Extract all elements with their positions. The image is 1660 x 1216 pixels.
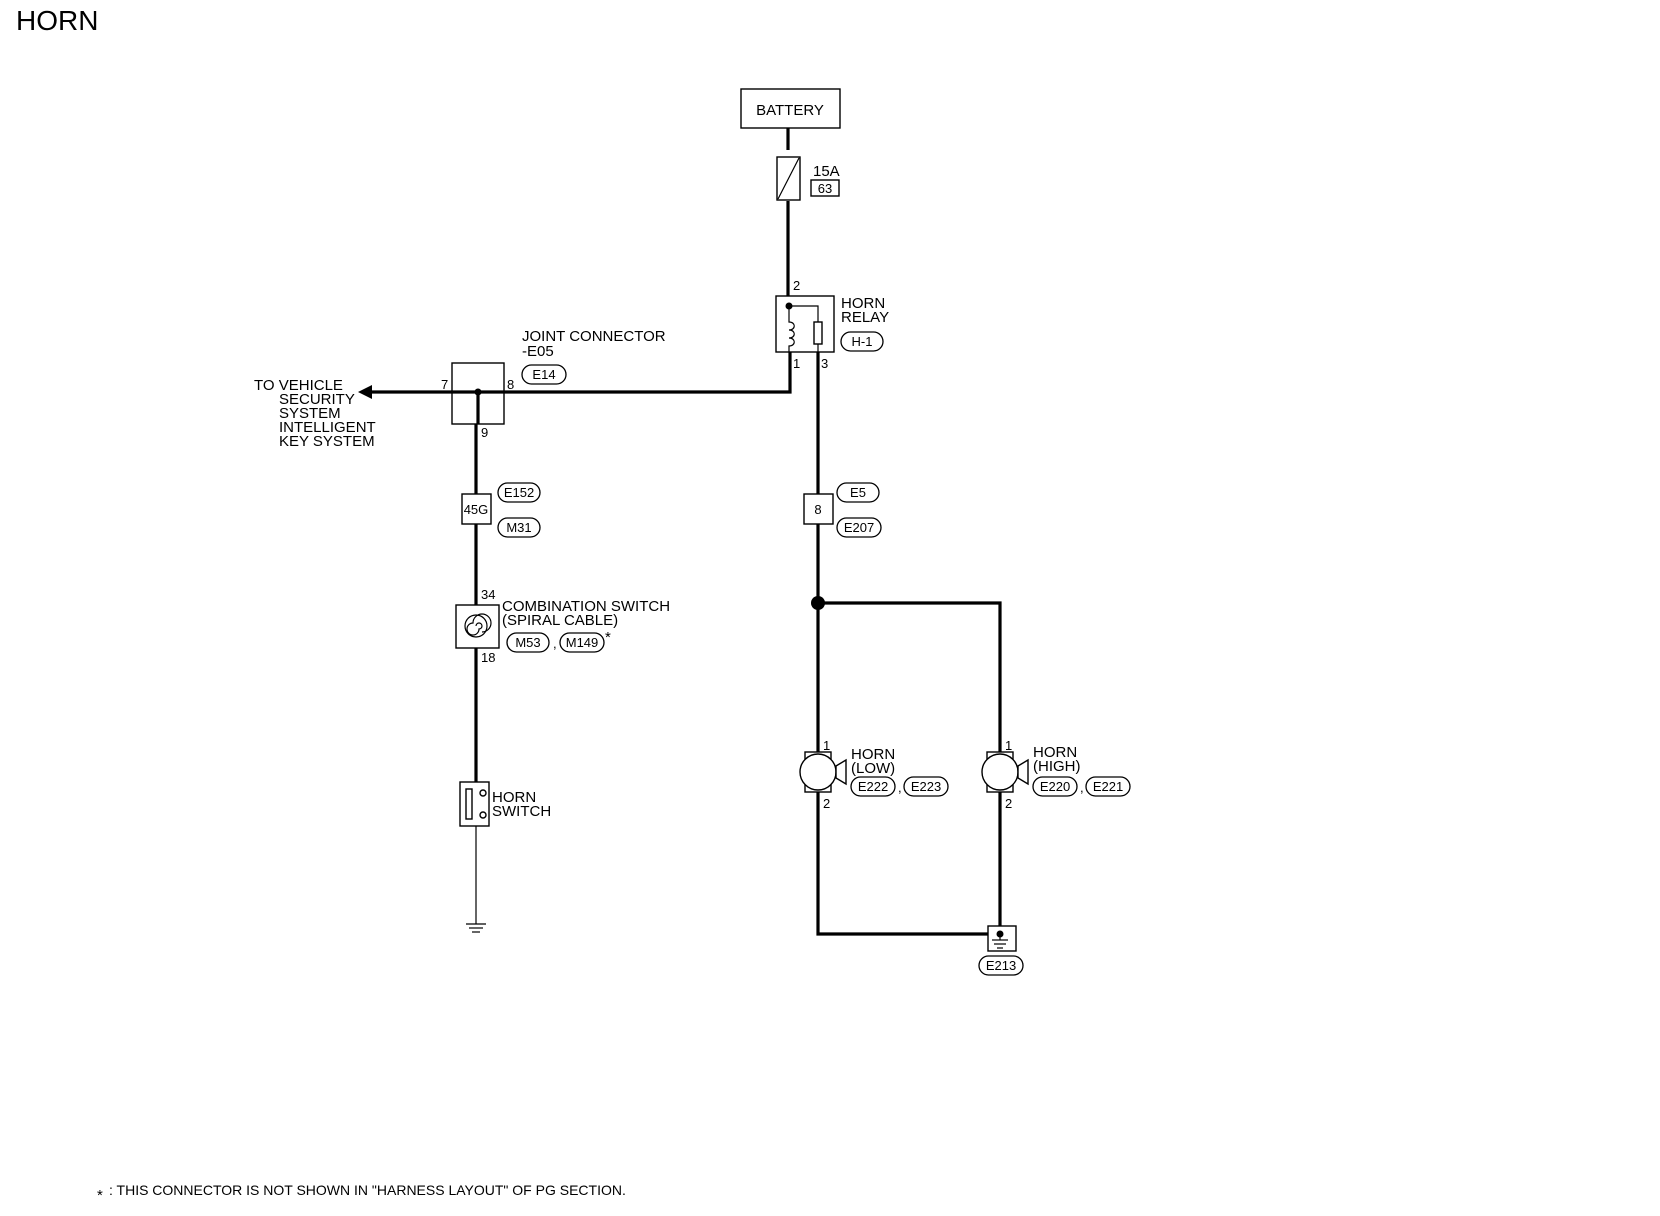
inline-left-connector-bottom-pill [497, 517, 541, 538]
joint-connector-pill [521, 364, 567, 385]
page-title: HORN [16, 5, 98, 36]
horn-relay-label-1: HORN [841, 295, 885, 312]
combination-switch-connector-1-pill [506, 632, 550, 653]
relay-switch-contact-icon [789, 305, 819, 322]
horn-high-pin-1: 1 [1005, 738, 1012, 753]
spiral-cable-box [455, 604, 500, 649]
combination-switch-connector-1: M53 [515, 635, 540, 650]
footnote-text: : THIS CONNECTOR IS NOT SHOWN IN "HARNES… [109, 1182, 626, 1198]
ground-connector: E213 [986, 958, 1016, 973]
horn-high-connector-1: E220 [1040, 779, 1070, 794]
horn-low-connector-1-pill [850, 776, 896, 797]
inline-right-connector-box [803, 493, 834, 525]
vehicle-security-line-3: SYSTEM [279, 405, 341, 422]
horn-high-icon [981, 753, 1019, 791]
vehicle-security-line-5: KEY SYSTEM [279, 433, 375, 450]
relay-pin-3: 3 [821, 356, 828, 371]
horn-high-connector-1-pill [1032, 776, 1078, 797]
horn-low-connector-1: E222 [858, 779, 888, 794]
horn-relay-label-2: RELAY [841, 309, 889, 326]
horn-switch-label-1: HORN [492, 789, 536, 806]
battery-label: BATTERY [756, 102, 824, 119]
relay-pin-1: 1 [793, 356, 800, 371]
inline-left-connector-top: E152 [504, 485, 534, 500]
combination-switch-connector-2-pill [559, 632, 605, 653]
inline-left-pin: 45G [464, 502, 489, 517]
joint-connector-label-1: JOINT CONNECTOR [522, 328, 666, 345]
horn-switch-contact-top [479, 789, 487, 797]
horn-low-icon [799, 753, 837, 791]
inline-right-connector-bottom-pill [836, 517, 882, 538]
horn-switch-label-2: SWITCH [492, 803, 551, 820]
horn-switch-box [459, 781, 490, 827]
joint-pin-7: 7 [441, 377, 448, 392]
wire-horn-low-to-ground [816, 792, 990, 936]
horn-high-separator: , [1080, 780, 1084, 795]
joint-connector-id: E14 [532, 367, 555, 382]
fuse-element [777, 157, 800, 200]
horn-low-pin-2: 2 [823, 796, 830, 811]
horn-low-bell-icon [835, 758, 847, 786]
vehicle-security-line-4: INTELLIGENT [279, 419, 376, 436]
vehicle-security-line-2: SECURITY [279, 391, 355, 408]
relay-pin-2: 2 [793, 278, 800, 293]
horn-high-bell-icon [1017, 758, 1029, 786]
inline-left-connector-box [461, 493, 492, 525]
combination-switch-label-2: (SPIRAL CABLE) [502, 612, 618, 629]
joint-pin-9: 9 [481, 425, 488, 440]
fuse-number-box [810, 179, 840, 197]
horn-relay-connector: H-1 [852, 334, 873, 349]
horn-high-pin-2: 2 [1005, 796, 1012, 811]
inline-left-connector-top-pill [497, 482, 541, 503]
horn-low-connector-2-pill [903, 776, 949, 797]
spiral-cable-icon [466, 613, 492, 636]
wire-junction-to-horn-high [818, 601, 1002, 752]
horn-relay-box [775, 295, 835, 353]
horn-relay-connector-pill [840, 331, 884, 352]
horn-switch-contact-bottom [479, 811, 487, 819]
horn-low-label-1: HORN [851, 746, 895, 763]
ground-e213-box [987, 925, 1017, 952]
horn-high-connector-2: E221 [1093, 779, 1123, 794]
combination-switch-label-1: COMBINATION SWITCH [502, 598, 670, 615]
fuse-number: 63 [818, 181, 832, 196]
combination-switch-separator: , [553, 636, 557, 651]
ground-e213-icon [992, 934, 1008, 949]
inline-right-connector-top: E5 [850, 485, 866, 500]
spiral-pin-34: 34 [481, 587, 495, 602]
wire-relay-to-joint-connector [478, 352, 792, 394]
ground-symbol-icon [466, 923, 486, 933]
ground-connector-pill [978, 955, 1024, 976]
horn-switch-button-icon [465, 788, 473, 820]
horn-high-label-1: HORN [1033, 744, 1077, 761]
inline-right-connector-bottom: E207 [844, 520, 874, 535]
inline-left-connector-bottom: M31 [506, 520, 531, 535]
horn-low-pin-1: 1 [823, 738, 830, 753]
junction-dot [811, 596, 825, 610]
horn-low-connector-2: E223 [911, 779, 941, 794]
combination-switch-asterisk: * [605, 629, 611, 646]
vehicle-security-line-1: TO VEHICLE [254, 377, 343, 394]
horn-high-connector-2-pill [1085, 776, 1131, 797]
joint-connector-label-2: -E05 [522, 343, 554, 360]
inline-right-connector-top-pill [836, 482, 880, 503]
inline-right-pin: 8 [814, 502, 821, 517]
fuse-rating: 15A [813, 163, 840, 180]
horn-low-separator: , [898, 780, 902, 795]
spiral-pin-18: 18 [481, 650, 495, 665]
horn-high-label-2: (HIGH) [1033, 758, 1081, 775]
horn-low-label-2: (LOW) [851, 760, 895, 777]
battery-box [740, 88, 841, 129]
joint-pin-8: 8 [507, 377, 514, 392]
spiral-cable-ring [464, 614, 488, 638]
footnote-mark: * [97, 1187, 103, 1204]
arrow-left-icon [358, 385, 372, 399]
relay-coil-icon [788, 306, 795, 352]
combination-switch-connector-2: M149 [566, 635, 599, 650]
relay-contact-box [813, 321, 823, 345]
